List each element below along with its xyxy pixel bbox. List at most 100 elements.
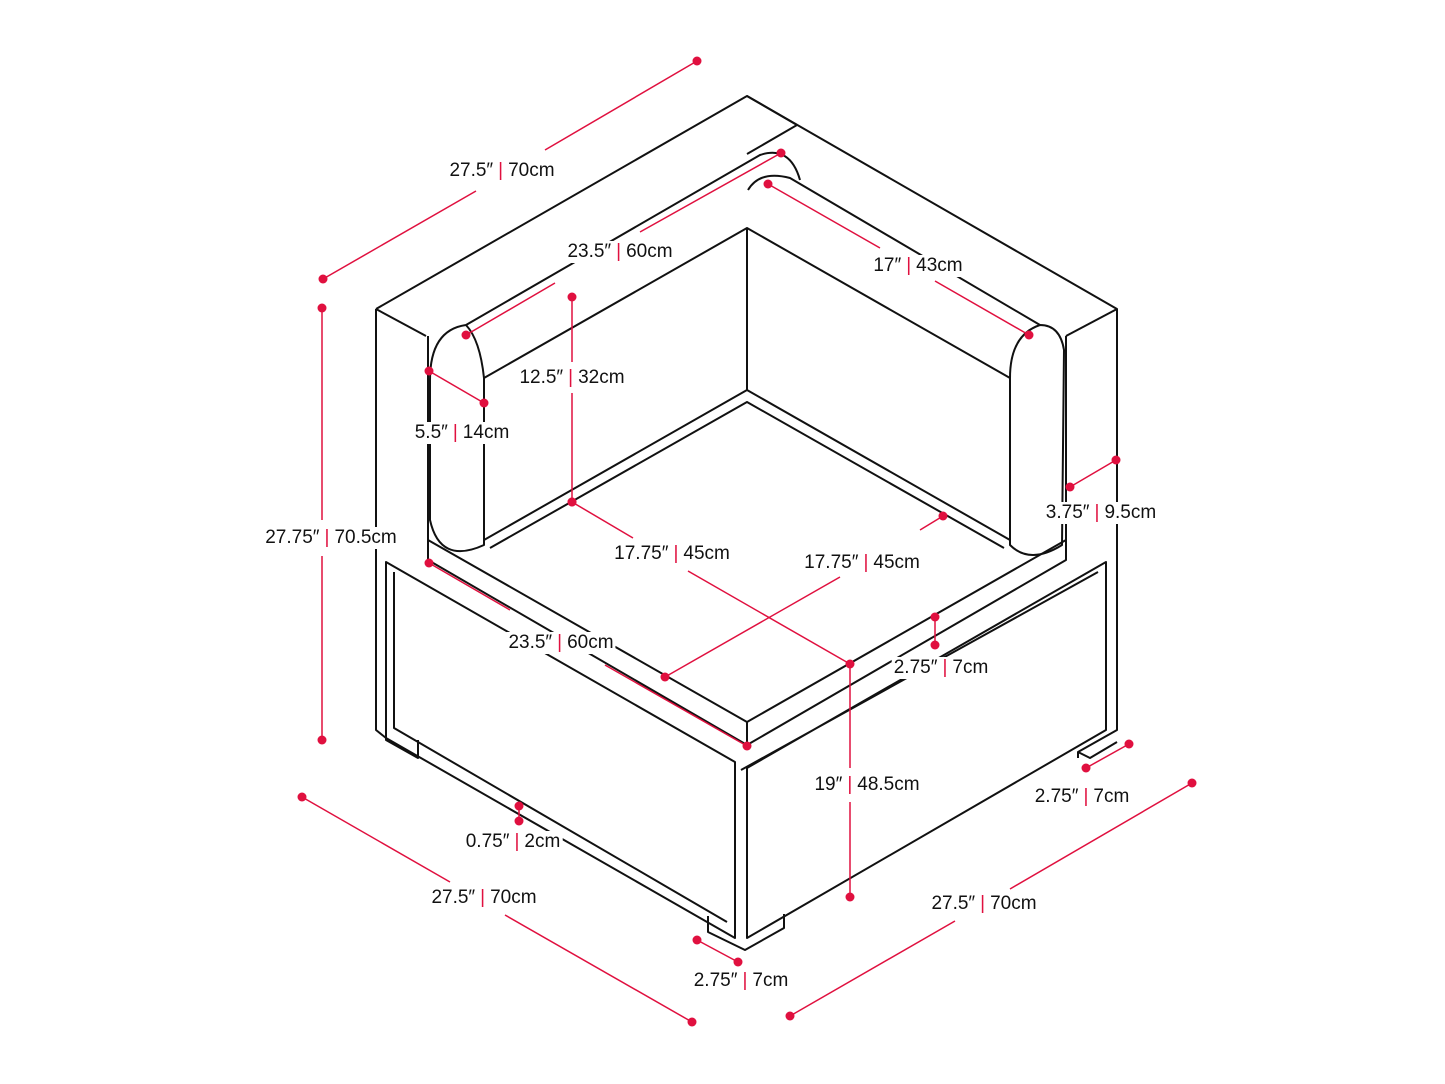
- seat-depth-left-endpoint: [567, 497, 577, 507]
- back-cushion-height-endpoint: [567, 292, 577, 302]
- metric-value: 48.5cm: [857, 774, 920, 795]
- overall-height-endpoint: [317, 735, 327, 745]
- leg-width-right-endpoint: [1081, 763, 1091, 773]
- metric-value: 32cm: [578, 367, 625, 388]
- leg-width-front-line: [696, 939, 739, 963]
- metric-value: 7cm: [952, 657, 989, 678]
- imperial-value: 23.5″: [508, 632, 553, 653]
- overall-depth-top-endpoint: [692, 56, 702, 66]
- separator: |: [498, 160, 504, 181]
- seat-cushion-length-endpoint: [424, 558, 434, 568]
- metric-value: 9.5cm: [1104, 502, 1157, 523]
- back-cushion-length-line: [465, 282, 556, 336]
- overall-height-endpoint: [317, 303, 327, 313]
- separator: |: [616, 241, 622, 262]
- overall-depth-top-endpoint: [318, 274, 328, 284]
- separator: |: [568, 367, 574, 388]
- seat-cushion-thickness-label: 2.75″|7cm: [891, 657, 991, 679]
- cushion-thickness-endpoint: [479, 398, 489, 408]
- overall-width-right-line: [1009, 782, 1193, 890]
- overall-width-left-endpoint: [297, 792, 307, 802]
- imperial-value: 19″: [814, 774, 843, 795]
- leg-width-front-label: 2.75″|7cm: [691, 970, 791, 992]
- imperial-value: 5.5″: [414, 422, 448, 443]
- side-cushion-length-endpoint: [763, 179, 773, 189]
- side-cushion-length-line: [934, 280, 1030, 336]
- overall-width-right-endpoint: [785, 1011, 795, 1021]
- sofa-outline: [375, 95, 1118, 951]
- overall-depth-top-line: [544, 60, 698, 151]
- cushion-thickness-label: 5.5″|14cm: [412, 422, 512, 444]
- leg-height-endpoint: [514, 801, 524, 811]
- overall-depth-top-label: 27.5″|70cm: [447, 160, 557, 182]
- separator: |: [514, 831, 520, 852]
- metric-value: 7cm: [752, 970, 789, 991]
- frame-thickness-label: 3.75″|9.5cm: [1043, 502, 1159, 524]
- seat-cushion-thickness-endpoint: [930, 640, 940, 650]
- overall-width-left-line: [504, 914, 693, 1023]
- imperial-value: 12.5″: [519, 367, 564, 388]
- seat-height-endpoint: [845, 892, 855, 902]
- metric-value: 7cm: [1093, 786, 1130, 807]
- leg-width-front-endpoint: [692, 935, 702, 945]
- separator: |: [324, 527, 330, 548]
- imperial-value: 27.5″: [931, 893, 976, 914]
- metric-value: 2cm: [524, 831, 561, 852]
- side-cushion-length-endpoint: [1024, 330, 1034, 340]
- frame-thickness-endpoint: [1065, 482, 1075, 492]
- leg-height-endpoint: [514, 816, 524, 826]
- separator: |: [906, 255, 912, 276]
- imperial-value: 0.75″: [465, 831, 510, 852]
- metric-value: 70cm: [508, 160, 555, 181]
- side-cushion-length-line: [767, 183, 881, 249]
- metric-value: 43cm: [916, 255, 963, 276]
- metric-value: 60cm: [567, 632, 614, 653]
- seat-depth-right-endpoint: [938, 511, 948, 521]
- seat-cushion-length-line: [604, 664, 748, 747]
- metric-value: 60cm: [626, 241, 673, 262]
- seat-depth-left-line: [571, 501, 634, 539]
- separator: |: [673, 543, 679, 564]
- dimension-lines: [297, 56, 1197, 1027]
- separator: |: [1083, 786, 1089, 807]
- separator: |: [863, 552, 869, 573]
- seat-cushion-thickness-endpoint: [930, 612, 940, 622]
- metric-value: 70cm: [990, 893, 1037, 914]
- back-cushion-length-endpoint: [776, 148, 786, 158]
- imperial-value: 17.75″: [614, 543, 669, 564]
- overall-width-left-label: 27.5″|70cm: [429, 887, 539, 909]
- overall-width-right-line: [789, 920, 956, 1017]
- separator: |: [847, 774, 853, 795]
- metric-value: 70cm: [490, 887, 537, 908]
- back-cushion-length-line: [639, 152, 782, 233]
- back-cushion-length-endpoint: [461, 330, 471, 340]
- metric-value: 14cm: [462, 422, 510, 443]
- imperial-value: 27.75″: [265, 527, 320, 548]
- leg-width-right-endpoint: [1124, 739, 1134, 749]
- cushion-thickness-endpoint: [424, 366, 434, 376]
- imperial-value: 3.75″: [1045, 502, 1090, 523]
- separator: |: [557, 632, 563, 653]
- imperial-value: 27.5″: [431, 887, 476, 908]
- seat-cushion-length-line: [428, 562, 511, 611]
- seat-depth-left-label: 17.75″|45cm: [612, 543, 732, 565]
- seat-height-endpoint: [845, 659, 855, 669]
- separator: |: [1094, 502, 1100, 523]
- leg-width-front-endpoint: [733, 957, 743, 967]
- leg-width-right-line: [1085, 743, 1130, 769]
- overall-height-label: 27.75″|70.5cm: [263, 527, 399, 549]
- overall-width-left-line: [301, 796, 451, 883]
- imperial-value: 23.5″: [567, 241, 612, 262]
- overall-width-left-endpoint: [687, 1017, 697, 1027]
- metric-value: 45cm: [873, 552, 920, 573]
- separator: |: [452, 422, 458, 443]
- overall-depth-top-line: [322, 190, 477, 280]
- metric-value: 45cm: [683, 543, 730, 564]
- overall-width-right-endpoint: [1187, 778, 1197, 788]
- seat-cushion-length-endpoint: [742, 741, 752, 751]
- seat-cushion-length-label: 23.5″|60cm: [506, 632, 616, 654]
- imperial-value: 17″: [873, 255, 902, 276]
- seat-depth-right-endpoint: [660, 672, 670, 682]
- seat-depth-right-label: 17.75″|45cm: [802, 552, 922, 574]
